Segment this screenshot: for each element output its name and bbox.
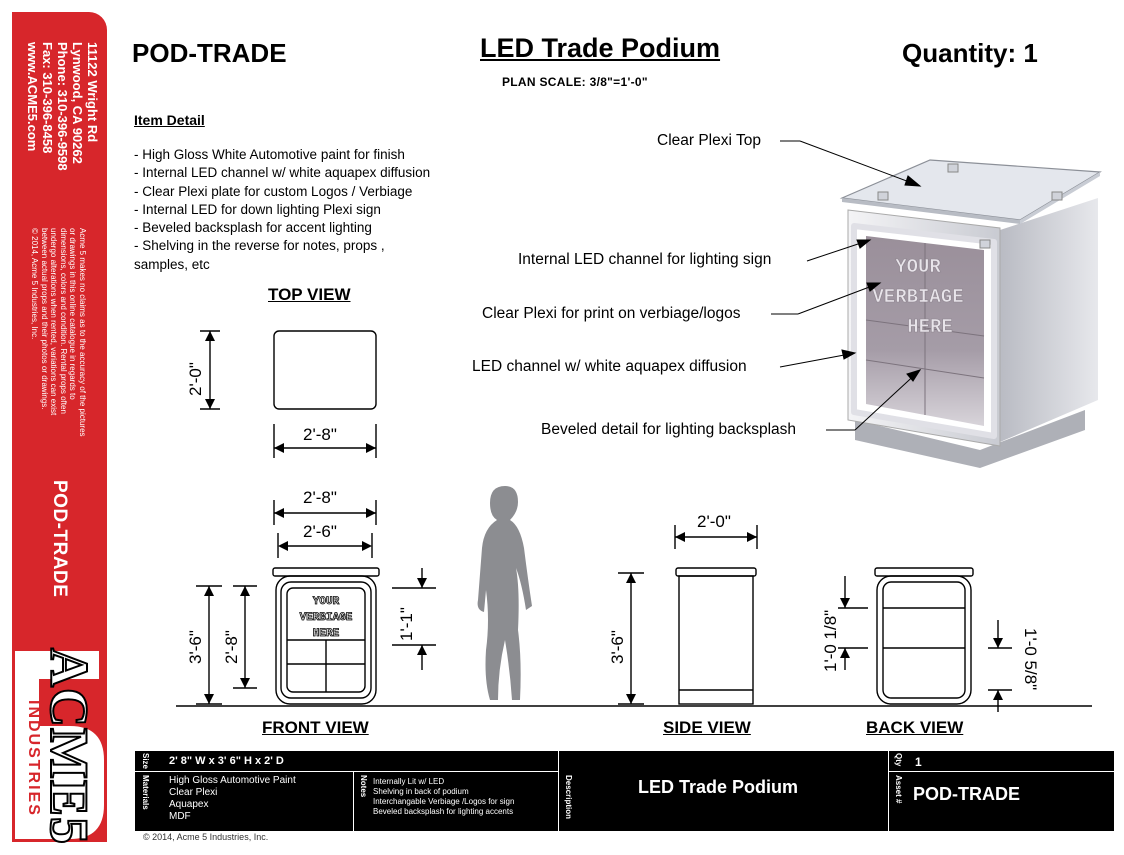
list-item: - Beveled backsplash for accent lighting — [134, 220, 372, 236]
front-sign: YOUR VERBIAGE HERE — [299, 596, 353, 641]
front-view-label: FRONT VIEW — [262, 718, 369, 737]
render-sign-line: VERBIAGE — [872, 286, 963, 308]
dim-back-upper: 1'-0 1/8" — [821, 609, 840, 672]
list-item: - Internal LED for down lighting Plexi s… — [134, 201, 381, 217]
materials-label: Materials — [141, 775, 150, 810]
qty-value: 1 — [915, 755, 922, 769]
materials-list: High Gloss Automotive Paint Clear Plexi … — [169, 775, 296, 822]
list-item: - Clear Plexi plate for custom Logos / V… — [134, 183, 413, 199]
list-item: - Internal LED channel w/ white aquapex … — [134, 165, 431, 181]
callout-led-channel: LED channel w/ white aquapex diffusion — [472, 358, 747, 375]
front-sign-line: VERBIAGE — [300, 612, 353, 624]
item-code: POD-TRADE — [132, 38, 287, 68]
dim-top-width: 2'-8" — [303, 425, 337, 444]
human-silhouette — [477, 486, 532, 700]
acme5-logo — [13, 649, 106, 841]
notes-list: Internally Lit w/ LED Shelving in back o… — [373, 777, 515, 816]
qty-label: Qty — [894, 753, 903, 767]
render-sign: YOUR VERBIAGE HERE — [872, 256, 964, 339]
dim-front-sign-height: 1'-1" — [397, 607, 416, 641]
dim-front-width-inner: 2'-6" — [303, 522, 337, 541]
quantity: Quantity: 1 — [902, 38, 1038, 68]
dim-side-height: 3'-6" — [608, 630, 627, 664]
render-sign-line: HERE — [907, 316, 953, 338]
back-view-label: BACK VIEW — [866, 718, 964, 737]
callout-plexi-top: Clear Plexi Top — [657, 132, 761, 149]
size-label: Size — [141, 753, 150, 770]
list-item: - Shelving in the reverse for notes, pro… — [134, 238, 385, 254]
dim-front-inner-height: 2'-8" — [222, 630, 241, 664]
list-item: - High Gloss White Automotive paint for … — [134, 147, 405, 162]
front-sign-line: YOUR — [313, 596, 340, 608]
description-value: LED Trade Podium — [638, 777, 799, 797]
callout-bevel: Beveled detail for lighting backsplash — [541, 421, 797, 438]
render-sign-line: YOUR — [895, 256, 941, 278]
callout-plexi-print: Clear Plexi for print on verbiage/logos — [482, 305, 741, 322]
callout-led-sign: Internal LED channel for lighting sign — [518, 251, 772, 268]
item-detail-title: Item Detail — [134, 112, 205, 128]
list-item: samples, etc — [134, 256, 210, 272]
size-value: 2' 8" W x 3' 6" H x 2' D — [169, 755, 284, 767]
plan-scale: PLAN SCALE: 3/8"=1'-0" — [502, 75, 648, 89]
front-sign-line: HERE — [313, 628, 340, 640]
top-view-label: TOP VIEW — [268, 285, 351, 304]
dim-side-width: 2'-0" — [697, 512, 731, 531]
dim-back-lower: 1'-0 5/8" — [1021, 628, 1040, 691]
dim-front-height: 3'-6" — [186, 630, 205, 664]
page-title: LED Trade Podium — [480, 33, 721, 63]
notes-label: Notes — [359, 775, 368, 798]
podium-render — [839, 159, 1102, 468]
copyright: © 2014, Acme 5 Industries, Inc. — [143, 832, 269, 842]
item-detail-list: - High Gloss White Automotive paint for … — [134, 146, 494, 274]
dim-front-width-outer: 2'-8" — [303, 488, 337, 507]
dim-top-depth: 2'-0" — [186, 362, 205, 396]
title-block: Size 2' 8" W x 3' 6" H x 2' D Materials … — [135, 751, 1114, 831]
description-label: Description — [564, 775, 573, 820]
asset-label: Asset # — [894, 775, 903, 804]
asset-value: POD-TRADE — [913, 784, 1020, 804]
side-view-label: SIDE VIEW — [663, 718, 751, 737]
